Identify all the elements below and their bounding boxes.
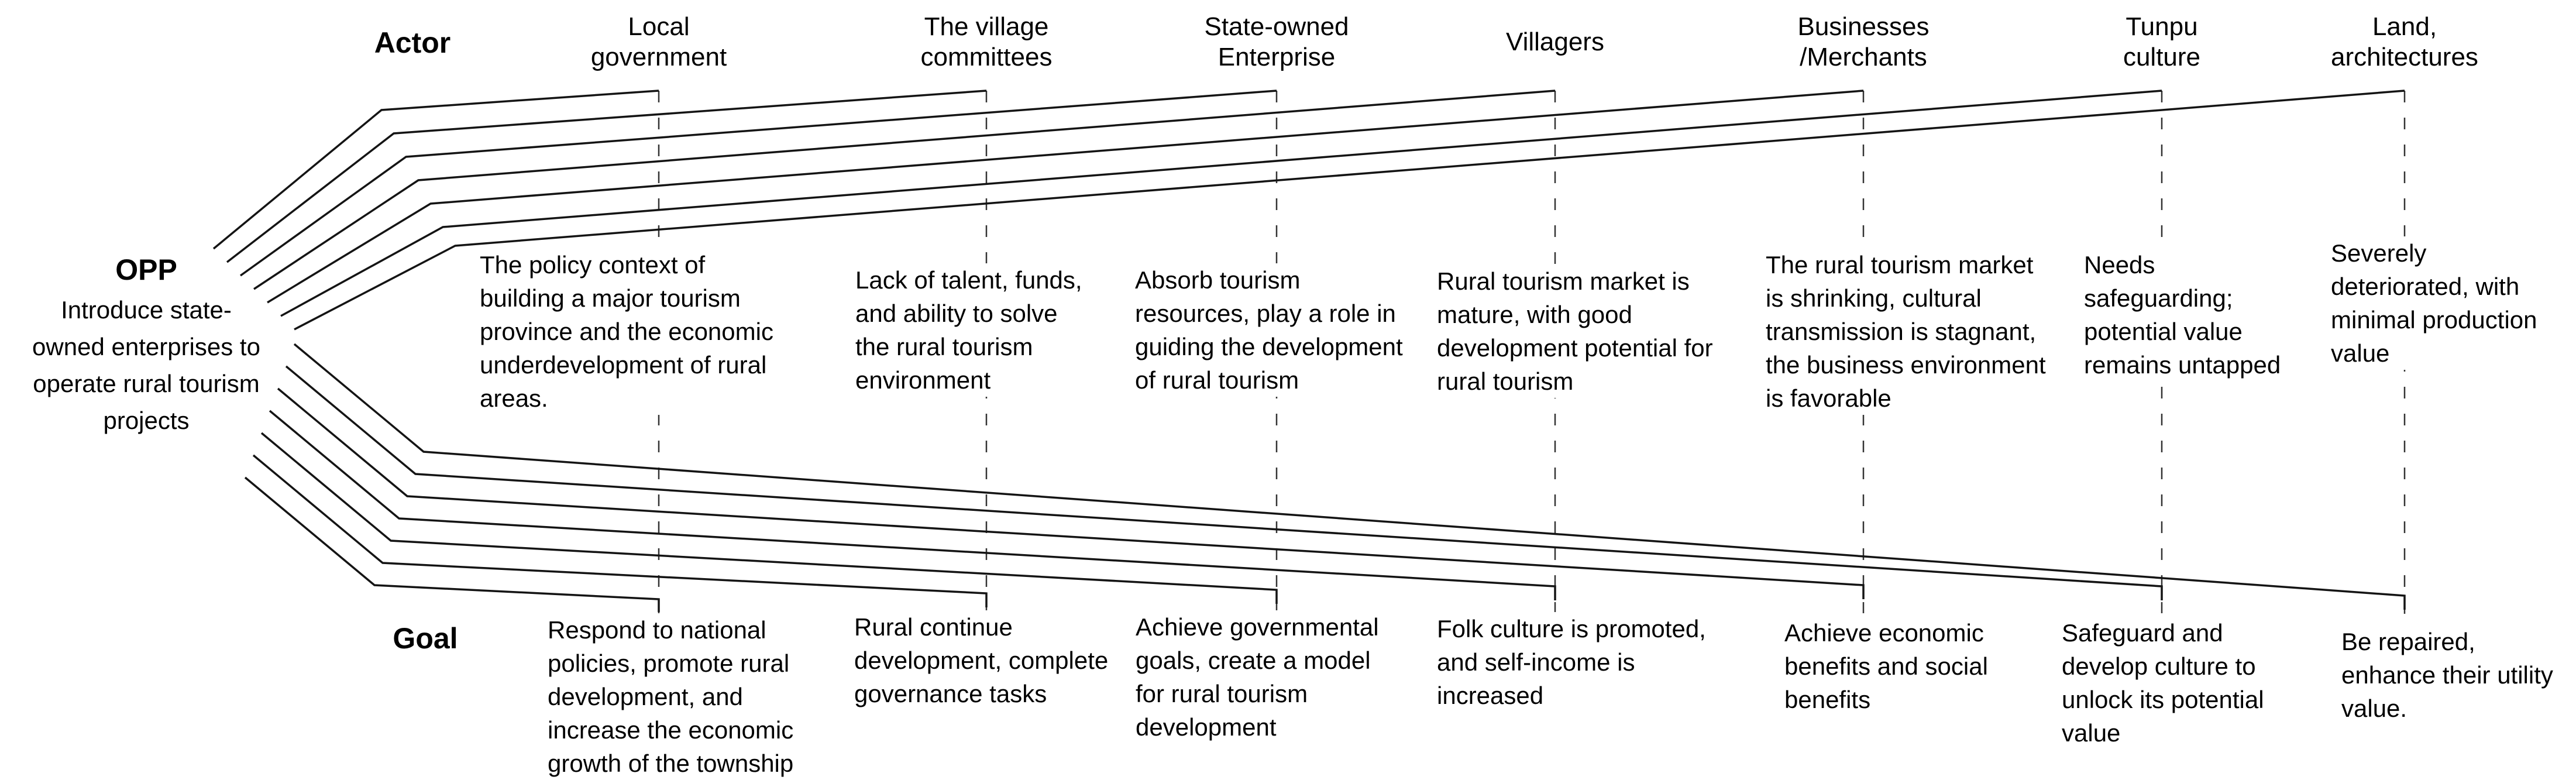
actor-header-state-owned-enterprise: State-owned Enterprise	[1204, 12, 1349, 71]
actor-link-line	[267, 90, 1864, 304]
situation-tunpu-culture: Needs safeguarding; potential value rema…	[2084, 248, 2365, 382]
goal-land-architectures: Be repaired, enhance their utility value…	[2341, 625, 2575, 725]
actor-header-village-committees: The village committees	[920, 12, 1053, 71]
goal-businesses-merchants: Achieve economic benefits and social ben…	[1784, 616, 2112, 716]
opp-block: OPP Introduce state- owned enterprises t…	[18, 253, 275, 439]
situation-local-government: The policy context of building a major t…	[480, 248, 842, 415]
situation-village-committees: Lack of talent, funds, and ability to so…	[855, 263, 1183, 397]
opp-title: OPP	[115, 253, 177, 286]
goal-link-line	[293, 343, 2406, 610]
goal-link-line	[269, 410, 1556, 600]
situation-villagers: Rural tourism market is mature, with goo…	[1437, 264, 1788, 398]
column-divider-lines	[658, 91, 2406, 627]
actor-link-line	[212, 90, 659, 250]
actor-header-local-government: Local government	[590, 12, 727, 71]
opp-to-goal-lines	[244, 343, 2406, 612]
situation-businesses-merchants: The rural tourism market is shrinking, c…	[1766, 248, 2128, 415]
goal-link-line	[260, 432, 1278, 604]
goal-local-government: Respond to national policies, promote ru…	[548, 613, 899, 780]
actor-link-line	[280, 90, 2162, 317]
goal-link-line	[285, 365, 2163, 600]
situation-land-architectures: Severely deteriorated, with minimal prod…	[2331, 236, 2575, 370]
goal-link-line	[244, 476, 660, 612]
goal-villagers: Folk culture is promoted, and self-incom…	[1437, 612, 1788, 712]
actor-link-line	[239, 90, 1277, 277]
actor-link-line	[253, 90, 1556, 290]
situation-state-owned-enterprise: Absorb tourism resources, play a role in…	[1135, 263, 1486, 397]
opp-description: Introduce state- owned enterprises to op…	[32, 296, 260, 434]
actor-link-line	[226, 90, 987, 263]
actor-header-businesses-merchants: Businesses /Merchants	[1797, 12, 1930, 71]
actor-header-tunpu-culture: Tunpu culture	[2123, 12, 2201, 71]
goal-tunpu-culture: Safeguard and develop culture to unlock …	[2062, 616, 2389, 750]
actor-row-label: Actor	[374, 26, 451, 59]
goal-link-line	[277, 387, 1865, 599]
opp-to-actor-lines	[212, 90, 2405, 331]
goal-state-owned-enterprise: Achieve governmental goals, create a mod…	[1136, 610, 1475, 744]
actor-link-line	[294, 90, 2405, 331]
goal-row-label: Goal	[393, 622, 458, 655]
actor-header-land-architectures: Land, architectures	[2331, 12, 2478, 71]
goal-link-line	[252, 454, 988, 607]
actor-header-villagers: Villagers	[1506, 28, 1604, 56]
